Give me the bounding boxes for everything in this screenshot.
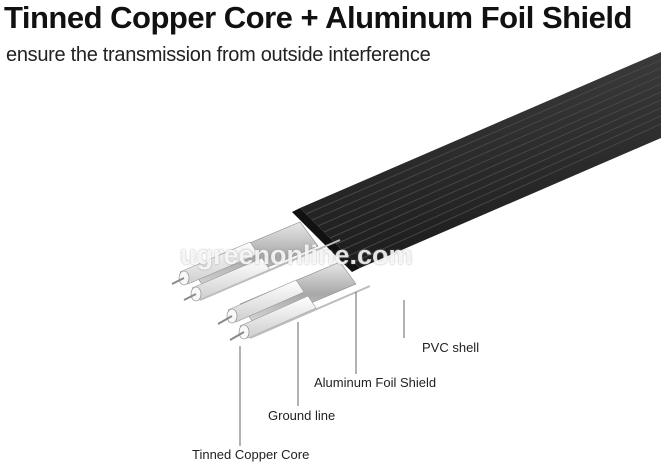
lower-wire-pair <box>217 261 371 341</box>
headline: Tinned Copper Core + Aluminum Foil Shiel… <box>4 0 632 35</box>
label-tinned-copper-core: Tinned Copper Core <box>192 447 310 462</box>
watermark: ugreenonline.com <box>180 240 413 270</box>
subheadline: ensure the transmission from outside int… <box>6 44 431 66</box>
label-pvc-shell: PVC shell <box>422 340 480 355</box>
label-aluminum-foil-shield: Aluminum Foil Shield <box>314 375 437 390</box>
leader-lines <box>239 292 405 446</box>
lower-core-b <box>229 295 317 341</box>
pvc-shell <box>292 52 661 272</box>
upper-core-a <box>171 241 259 286</box>
upper-wire-pair <box>171 221 341 302</box>
label-ground-line: Ground line <box>268 408 336 423</box>
lower-core-a <box>217 279 305 325</box>
